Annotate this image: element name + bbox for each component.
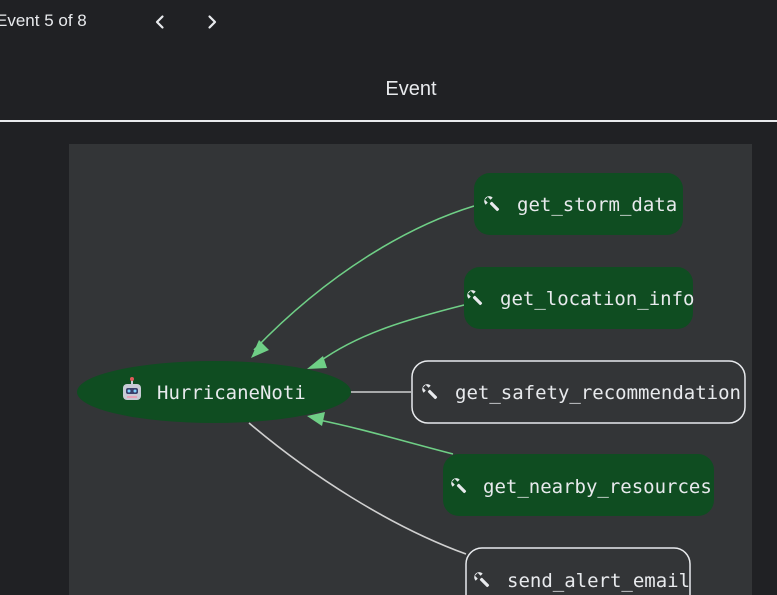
edge-send-alert-email [248,422,467,555]
tool-node-send-alert-email[interactable]: send_alert_email [465,547,691,595]
event-content: HurricaneNoti get_storm_data get_locatio… [0,122,777,595]
edge-get-location-info-arrowhead [307,356,327,369]
tool-node-get-storm-data[interactable]: get_storm_data [474,173,683,235]
agent-graph: HurricaneNoti get_storm_data get_locatio… [77,173,746,595]
wrench-icon [484,196,500,212]
robot-icon [123,377,141,400]
agent-node[interactable]: HurricaneNoti [77,361,351,423]
agent-graph-panel: HurricaneNoti get_storm_data get_locatio… [69,144,752,595]
tool-node-label: get_storm_data [517,194,677,216]
tool-node-label: get_nearby_resources [483,476,712,498]
tool-node-get-nearby-resources[interactable]: get_nearby_resources [443,454,714,516]
next-event-button[interactable] [198,8,226,36]
event-navigator: Event 5 of 8 [0,0,777,46]
edge-get-nearby-resources [318,419,454,455]
event-counter: Event 5 of 8 [0,11,87,30]
wrench-icon [422,384,438,400]
tool-node-label: get_location_info [500,288,694,310]
edge-get-location-info [318,304,465,363]
wrench-icon [467,290,483,306]
tool-node-label: get_safety_recommendation [455,382,741,404]
chevron-right-icon [208,15,217,29]
tool-node-label: send_alert_email [507,570,690,592]
page-title: Event [385,78,437,100]
edge-get-storm-data-arrowhead [251,340,269,358]
edge-get-nearby-resources-arrowhead [307,412,325,426]
edge-get-storm-data [253,205,475,351]
tool-node-get-safety-recommendation[interactable]: get_safety_recommendation [411,360,746,424]
wrench-icon [474,572,490,588]
agent-node-label: HurricaneNoti [157,382,306,404]
wrench-icon [451,478,467,494]
event-header: Event [0,46,777,120]
tool-node-get-location-info[interactable]: get_location_info [464,267,694,329]
chevron-left-icon [155,15,164,29]
header-divider [0,120,777,122]
previous-event-button[interactable] [146,8,174,36]
